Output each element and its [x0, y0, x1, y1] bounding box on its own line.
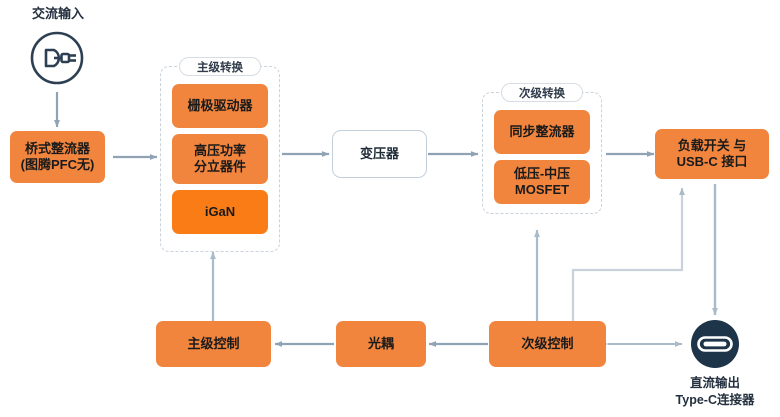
synchronous-rectifier-block[interactable]: 同步整流器 — [494, 110, 590, 154]
igan-block[interactable]: iGaN — [172, 190, 268, 234]
load-switch-usbc-block[interactable]: 负载开关 与 USB-C 接口 — [655, 129, 769, 179]
dc-output-caption: 直流输出 Type-C连接器 — [675, 376, 755, 407]
low-mid-voltage-mosfet-block[interactable]: 低压-中压 MOSFET — [494, 160, 590, 204]
secondary-control-block[interactable]: 次级控制 — [489, 321, 606, 367]
optocoupler-block[interactable]: 光耦 — [336, 321, 426, 367]
ac-power-plug-icon — [27, 28, 87, 88]
transformer-block[interactable]: 变压器 — [332, 130, 427, 178]
primary-control-block[interactable]: 主级控制 — [156, 321, 271, 367]
gate-driver-block[interactable]: 栅极驱动器 — [172, 84, 268, 128]
high-voltage-discrete-block[interactable]: 高压功率 分立器件 — [172, 134, 268, 184]
secondary-conversion-title: 次级转换 — [501, 83, 583, 102]
ac-input-label: 交流输入 — [31, 6, 84, 21]
usb-c-connector-icon — [690, 319, 740, 369]
bridge-rectifier-block[interactable]: 桥式整流器 (图腾PFC无) — [10, 131, 105, 183]
primary-conversion-title: 主级转换 — [179, 57, 261, 76]
